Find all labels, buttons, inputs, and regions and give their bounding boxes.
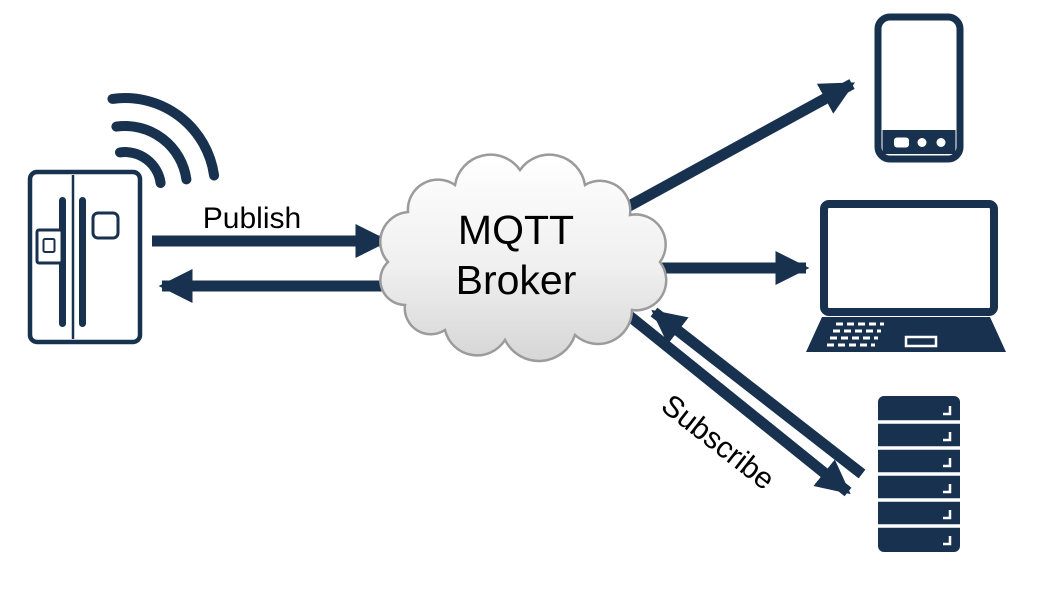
- broker-to-phone-arrow: [597, 79, 855, 227]
- subscribe-label: Subscribe: [655, 388, 780, 496]
- fridge-body: [27, 169, 143, 345]
- wifi-signal-icon: [107, 93, 220, 188]
- phone-home-key: [894, 137, 909, 148]
- laptop-touchpad: [904, 335, 938, 348]
- wifi-arc-inner: [115, 147, 166, 188]
- wifi-arc-middle: [111, 121, 192, 185]
- fridge-right-handle: [79, 197, 86, 327]
- fridge-display-panel: [91, 211, 120, 240]
- publish-label: Publish: [203, 202, 301, 235]
- server-to-broker-arrow: [650, 307, 866, 479]
- laptop-screen: [820, 200, 998, 316]
- refrigerator-icon: [27, 169, 143, 345]
- broker-label-line2: Broker: [456, 257, 577, 303]
- fridge-dispenser: [35, 228, 64, 265]
- laptop-base: [806, 317, 1006, 352]
- fridge-dispenser-cup: [42, 238, 56, 253]
- phone-dot-2: [936, 138, 946, 147]
- phone-dot-1: [917, 138, 927, 147]
- cloud-shape: [379, 153, 668, 363]
- laptop-icon: [806, 200, 1006, 352]
- server-rack-icon: [878, 396, 960, 552]
- server-slot-dividers: [878, 420, 960, 528]
- broker-label-line1: MQTT: [458, 207, 574, 253]
- mqtt-broker-node: MQTT Broker: [379, 153, 668, 363]
- wifi-arc-outer: [107, 93, 220, 181]
- smartphone-icon: [874, 13, 964, 163]
- phone-body: [874, 13, 964, 163]
- server-slot-indicators: [943, 406, 952, 546]
